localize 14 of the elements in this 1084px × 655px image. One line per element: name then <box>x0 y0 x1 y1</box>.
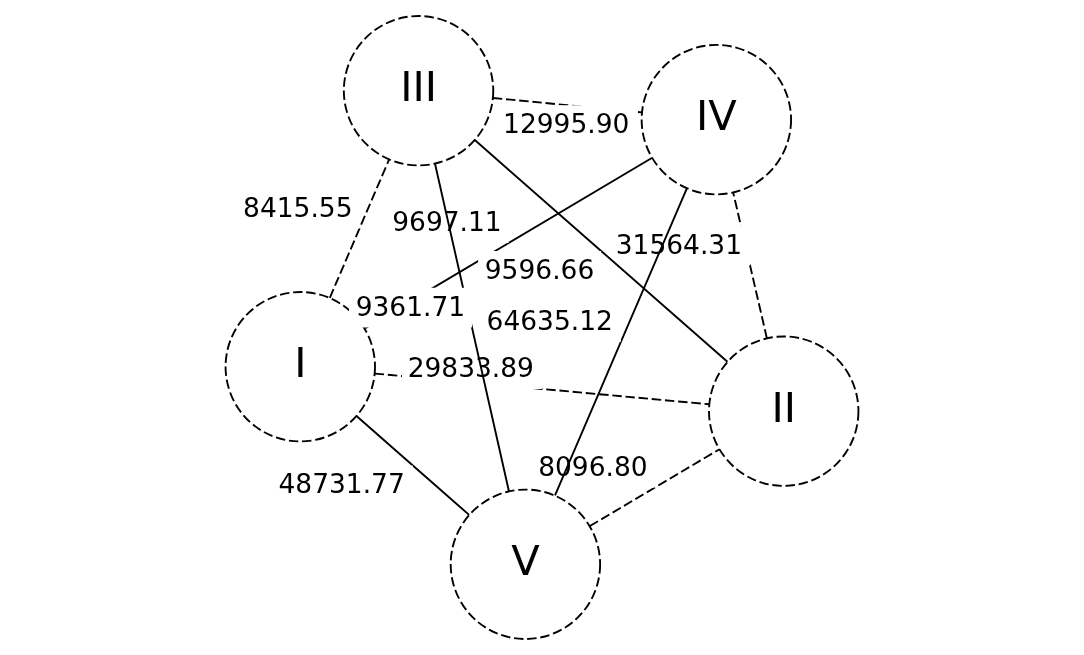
edge-label: 48731.77 <box>278 468 405 500</box>
edge-label: 12995.90 <box>503 107 630 139</box>
edge-label: 64635.12 <box>486 305 613 337</box>
node-circle: III <box>342 15 495 167</box>
node-circle: V <box>449 488 602 640</box>
node-circle: II <box>708 335 860 487</box>
node-circle: IV <box>640 43 792 196</box>
edge-label: 9596.66 <box>484 253 595 285</box>
connector <box>355 415 471 516</box>
connector <box>434 162 510 493</box>
edge-label: 8415.55 <box>243 191 353 223</box>
connector <box>328 158 390 299</box>
connector <box>473 139 729 363</box>
connector <box>554 187 688 497</box>
